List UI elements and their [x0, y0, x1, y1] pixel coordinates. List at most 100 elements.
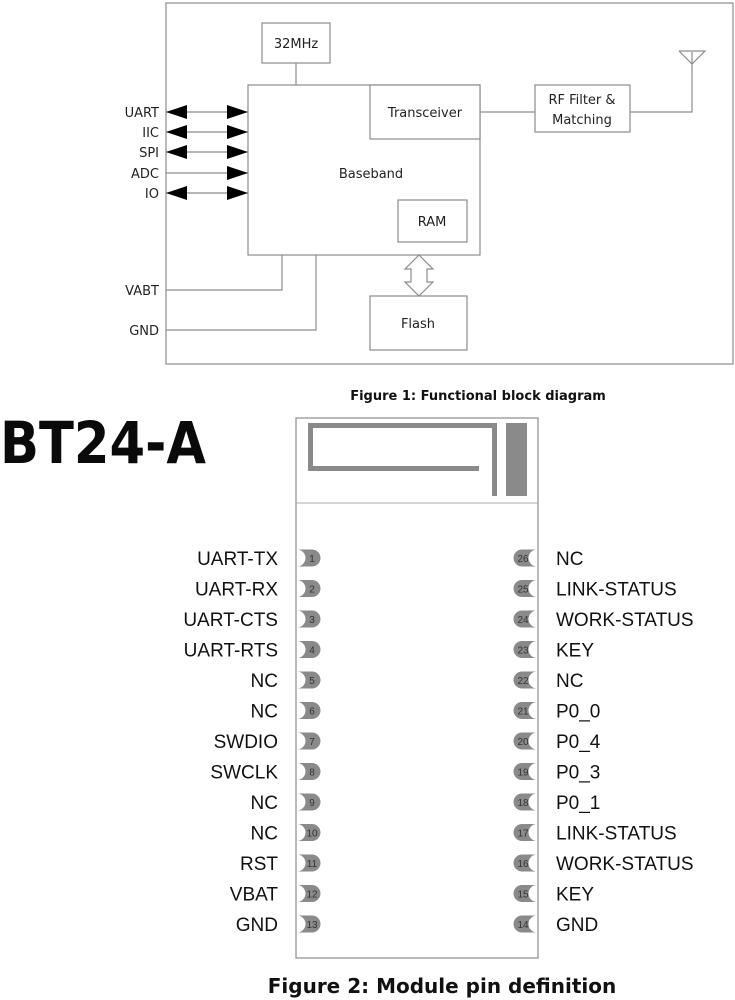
pin-pad [297, 580, 321, 597]
pin-name: VBAT [230, 885, 279, 906]
pin-number: 18 [517, 798, 529, 809]
pin-number: 19 [517, 768, 529, 779]
arrow-left-icon [166, 125, 187, 139]
pin-number: 1 [309, 554, 315, 565]
interface-uart: UART [125, 105, 248, 121]
pin-25: 25 LINK-STATUS [513, 580, 677, 601]
pin-number: 17 [517, 829, 529, 840]
pin-pad [297, 915, 321, 933]
transceiver-label: Transceiver [387, 106, 463, 121]
pin-pad [513, 580, 537, 597]
pin-name: LINK-STATUS [556, 580, 677, 601]
pin-5: 5NC [251, 671, 321, 692]
pin-number: 22 [517, 676, 529, 687]
pin-name: NC [251, 824, 278, 845]
pin-number: 13 [306, 920, 318, 931]
pin-name: NC [251, 671, 278, 692]
pin-name: UART-RTS [184, 641, 278, 662]
pin-9: 9NC [251, 793, 321, 814]
pin-number: 16 [517, 859, 529, 870]
pin-pad [513, 885, 537, 902]
flash-label: Flash [401, 317, 435, 332]
pin-name: NC [251, 702, 278, 723]
functional-block-diagram: 32MHz Baseband Transceiver RAM RF Filter… [125, 2, 734, 365]
pin-number: 11 [307, 859, 318, 870]
antenna-trace-left [308, 423, 313, 471]
pin-name: RST [240, 854, 278, 875]
interface-label: UART [125, 106, 159, 121]
pin-name: WORK-STATUS [556, 610, 694, 631]
pin-number: 9 [309, 798, 315, 809]
vabt-label: VABT [125, 284, 159, 299]
pin-17: 17 LINK-STATUS [513, 824, 677, 845]
pin-number: 23 [517, 646, 529, 657]
antenna-feed-trace [492, 423, 497, 496]
pin-number: 10 [306, 829, 318, 840]
pin-10: 10 NC [251, 824, 321, 845]
pin-24: 24 WORK-STATUS [513, 610, 694, 631]
interface-io: IO [145, 186, 248, 202]
interface-label: ADC [131, 167, 159, 182]
pin-name: KEY [556, 885, 594, 906]
module-outline [295, 417, 539, 959]
pin-number: 12 [306, 890, 318, 901]
pin-number: 6 [309, 707, 315, 718]
pin-number: 24 [517, 615, 529, 626]
pin-number: 15 [517, 890, 529, 901]
antenna-trace-bottom [308, 466, 479, 471]
arrow-right-icon [227, 125, 248, 139]
pin-name: GND [556, 915, 598, 936]
rf-filter-label-line2: Matching [552, 113, 612, 128]
pin-pad [297, 793, 321, 811]
pin-4: 4 UART-RTS [184, 641, 321, 662]
antenna-ground-block [506, 423, 527, 496]
arrow-left-icon [166, 145, 187, 159]
antenna-trace-top [308, 423, 494, 428]
pin-pad [297, 610, 321, 628]
pin-number: 4 [309, 646, 315, 657]
module-outline-group [295, 417, 539, 959]
pin-name: SWDIO [214, 732, 278, 753]
pin-pad [297, 854, 321, 872]
arrow-right-icon [227, 186, 248, 200]
pin-name: LINK-STATUS [556, 824, 677, 845]
pin-number: 25 [517, 585, 529, 596]
figure1-caption: Figure 1: Functional block diagram [350, 389, 606, 404]
pin-name: UART-TX [197, 549, 278, 570]
pin-pad [513, 824, 537, 841]
pin-15: 15 KEY [513, 885, 594, 906]
pin-pad [513, 549, 537, 567]
antenna-icon [678, 50, 707, 65]
pin-pad [513, 763, 537, 780]
vabt-line [166, 255, 283, 291]
pin-pad [513, 610, 537, 628]
interface-adc: ADC [131, 166, 248, 182]
pin-number: 7 [309, 737, 315, 748]
left-pin-column: 1UART-TX2UART-RX3UART-CTS4UART-RTS5NC6NC… [183, 549, 321, 936]
pin-7: 7 SWDIO [214, 732, 321, 753]
arrow-right-icon [227, 166, 248, 180]
pin-1: 1 UART-TX [197, 549, 321, 570]
arrow-right-icon [227, 105, 248, 119]
pin-number: 8 [309, 768, 315, 779]
pin-name: UART-CTS [183, 610, 278, 631]
pin-pad [297, 732, 321, 750]
flash-block [369, 295, 468, 351]
pin-name: P0_0 [556, 702, 600, 723]
pin-pad [513, 702, 537, 719]
pin-pad [513, 671, 537, 689]
pin-pad [297, 702, 321, 719]
figure2-caption: Figure 2: Module pin definition [268, 974, 617, 998]
